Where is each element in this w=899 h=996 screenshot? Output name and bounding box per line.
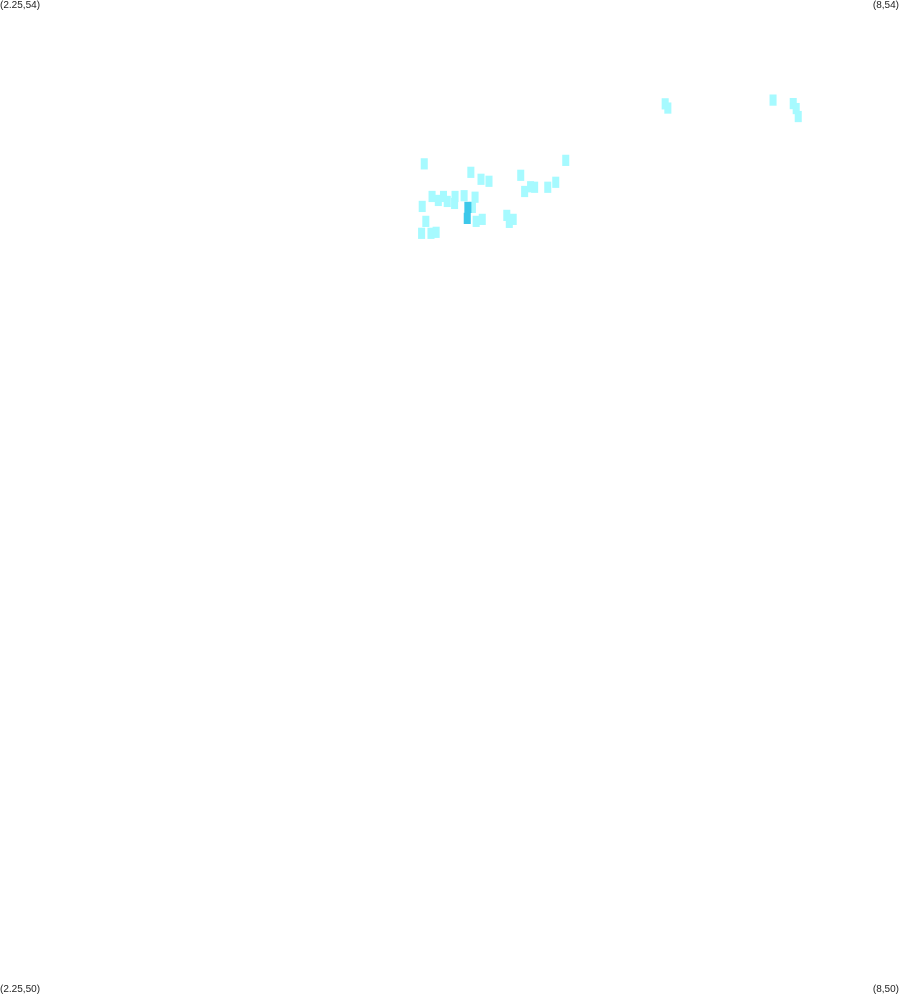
map-cell-light: [509, 213, 517, 225]
map-cell-light: [769, 94, 777, 106]
corner-label-top-right: (8,54): [872, 0, 899, 11]
map-cell-light: [477, 173, 485, 185]
map-cell-light: [432, 226, 440, 238]
map-cell-light: [485, 175, 493, 187]
map-cell-light: [420, 158, 428, 170]
corner-label-bottom-left: (2.25,50): [0, 984, 41, 995]
map-cell-light: [427, 227, 435, 239]
cells-layer: [418, 94, 802, 239]
corner-label-bottom-right: (8,50): [872, 984, 899, 995]
map-cell-light: [467, 166, 475, 178]
map-cell-light: [664, 102, 672, 114]
map-cell-light: [434, 194, 442, 207]
map-cell-light: [460, 190, 468, 202]
map-cell-dark: [464, 201, 472, 214]
map-cell-light: [428, 190, 436, 203]
map-cell-light: [531, 181, 539, 193]
map-cell-dark: [463, 212, 471, 224]
map-cell-light: [544, 181, 552, 193]
map-cell-light: [794, 110, 802, 123]
map-cell-light: [562, 154, 570, 166]
map-cell-light: [471, 191, 479, 203]
map-cell-light: [505, 216, 513, 228]
map-cell-light: [472, 215, 480, 227]
map-cell-light: [468, 201, 476, 214]
map-cell-light: [451, 190, 459, 203]
map-cell-light: [418, 200, 426, 213]
map-cell-light: [418, 227, 426, 239]
map-cell-light: [439, 190, 447, 203]
map-cell-light: [503, 209, 511, 221]
map-cell-light: [792, 102, 800, 115]
corner-label-top-left: (2.25,54): [0, 0, 41, 11]
map-cell-light: [521, 185, 529, 198]
map-cell-light: [443, 195, 451, 208]
map-cell-light: [422, 215, 430, 227]
map-cell-light: [527, 181, 535, 193]
map-cell-light: [478, 213, 486, 225]
map-cell-light: [451, 197, 459, 210]
map-cell-light: [552, 176, 560, 188]
map-cell-light: [517, 169, 525, 181]
